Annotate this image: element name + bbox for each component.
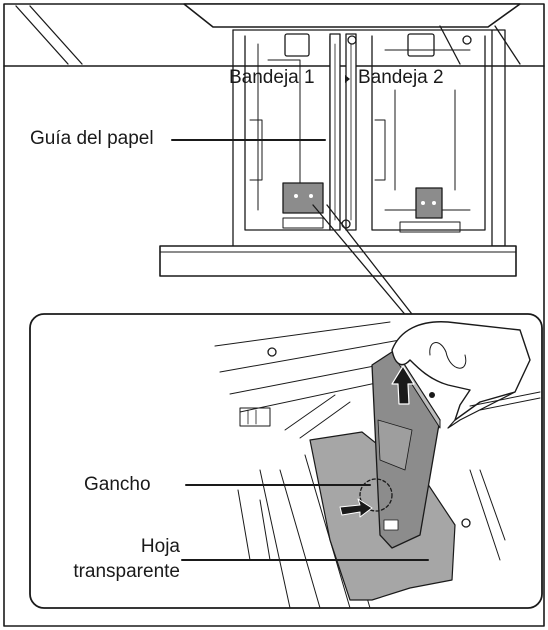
up-arrow-icon — [391, 365, 415, 405]
transparent-sheet-label: Hoja transparente — [73, 534, 180, 584]
paper-tray-unit — [159, 29, 517, 277]
hand-icon — [391, 321, 531, 421]
drawer-top-panel — [183, 3, 521, 28]
inset-detail — [29, 313, 543, 609]
tray-2-label: Bandeja 2 — [358, 67, 444, 88]
sheet-label-line-2: transparente — [73, 561, 180, 582]
push-arrow-icon — [339, 498, 373, 518]
sheet-label-line-1: Hoja — [140, 536, 180, 557]
hook-label: Gancho — [84, 474, 151, 495]
paper-guide-clip-1 — [282, 182, 324, 214]
hook-highlight-circle — [359, 478, 393, 512]
tray-1-label: Bandeja 1 — [229, 67, 315, 88]
tray-front-handle — [159, 245, 517, 277]
paper-guide-label: Guía del papel — [30, 128, 154, 150]
